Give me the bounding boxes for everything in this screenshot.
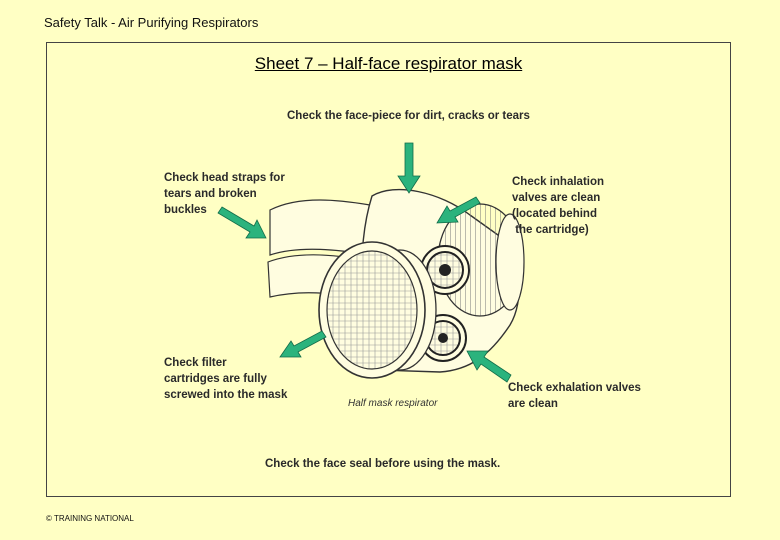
callout-head-straps: Check head straps for tears and broken b… [164, 172, 285, 216]
footer-copyright: © TRAINING NATIONAL [46, 514, 134, 523]
arrow-inhalation-icon [436, 196, 481, 224]
callout-arrows [217, 142, 512, 383]
arrow-filter-icon [279, 330, 327, 358]
arrow-head-straps-icon [217, 206, 267, 239]
sheet-title: Sheet 7 – Half-face respirator mask [254, 54, 523, 73]
header-title: Safety Talk - Air Purifying Respirators [44, 15, 259, 30]
arrow-exhalation-icon [466, 350, 512, 383]
inhalation-valve-icon [420, 245, 470, 295]
sheet-frame: Sheet 7 – Half-face respirator mask [46, 42, 731, 497]
callout-inhalation-valves: Check inhalation valves are clean (locat… [512, 176, 605, 236]
callout-filter-cartridges: Check filter cartridges are fully screwe… [164, 357, 288, 401]
callout-exhalation-valves: Check exhalation valves are clean [508, 382, 641, 410]
figure-caption: Half mask respirator [348, 398, 438, 409]
arrow-face-piece-icon [397, 142, 421, 194]
callout-face-piece: Check the face-piece for dirt, cracks or… [287, 110, 530, 122]
filter-cartridge [318, 241, 437, 379]
callout-face-seal: Check the face seal before using the mas… [265, 458, 501, 470]
